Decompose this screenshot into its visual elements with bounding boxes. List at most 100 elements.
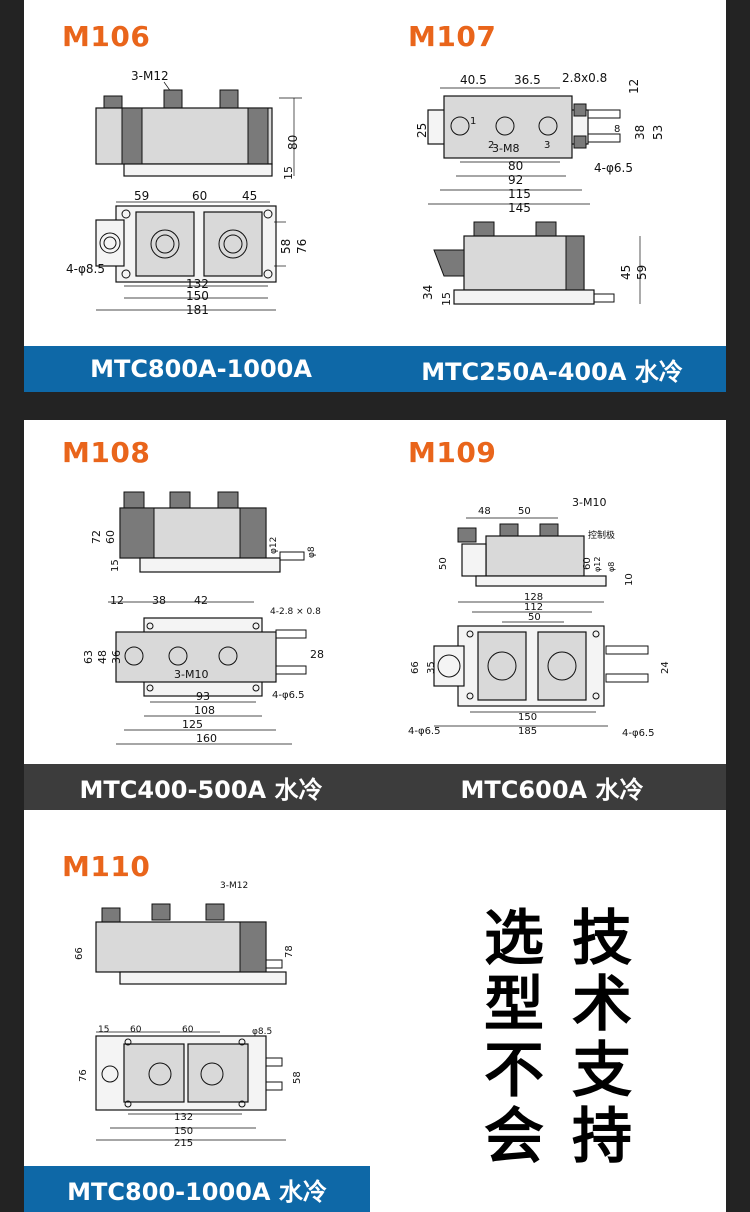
dim-hole: 4-φ8.5 xyxy=(66,262,105,276)
svg-text:3: 3 xyxy=(544,140,550,151)
model-code: M109 xyxy=(408,436,497,469)
m110-drawing: 3-M12 66 78 15 60 60 φ8.5 76 58 132 150 … xyxy=(74,881,303,1149)
dim-b4: 160 xyxy=(196,732,217,745)
slogan-char: 会 xyxy=(484,1102,544,1172)
product-banner: MTC800-1000A 水冷 xyxy=(24,1166,370,1212)
dim-t2: 50 xyxy=(518,506,531,517)
dim-h1: 50 xyxy=(438,557,449,570)
dim-screw: 3-M12 xyxy=(220,881,248,891)
dim-t1: 15 xyxy=(98,1025,109,1035)
dim-v1: 63 xyxy=(82,650,95,664)
dim-v2: 35 xyxy=(426,661,437,674)
dim-h-total: 80 xyxy=(286,135,300,150)
dim-w2: 112 xyxy=(524,602,543,613)
dim-t4: 12 xyxy=(627,79,641,94)
dim-v2: 76 xyxy=(295,239,309,254)
svg-text:1: 1 xyxy=(470,116,476,127)
product-banner: MTC250A-400A 水冷 xyxy=(378,346,726,392)
model-code: M108 xyxy=(62,436,151,469)
dim-r3: 53 xyxy=(651,125,665,140)
dim-hole: 4-φ6.5 xyxy=(272,690,304,701)
dim-r1: 58 xyxy=(292,1071,303,1084)
dim-screw: 3-M10 xyxy=(572,496,606,509)
product-banner: MTC400-500A 水冷 xyxy=(24,764,378,810)
dim-h1: 72 xyxy=(90,530,103,544)
dim-screw: 3-M10 xyxy=(174,668,208,681)
dim-s1: 34 xyxy=(421,285,435,300)
dim-v1: 76 xyxy=(78,1069,89,1082)
slogan-char: 术 xyxy=(572,970,632,1040)
dim-d2: φ8 xyxy=(607,562,616,572)
dim-d1: φ12 xyxy=(593,557,602,572)
dim-t1: 40.5 xyxy=(460,73,487,87)
dim-h3: 10 xyxy=(624,573,635,586)
dim-b2: 185 xyxy=(518,726,537,737)
slogan-char: 技 xyxy=(572,904,632,974)
dim-w3: 45 xyxy=(242,189,257,203)
dim-b2: 150 xyxy=(174,1126,193,1137)
model-code: M110 xyxy=(62,850,151,883)
dim-hole2: 4-φ6.5 xyxy=(622,728,654,739)
product-banner: MTC600A 水冷 xyxy=(378,764,726,810)
dim-t2: 38 xyxy=(152,594,166,607)
m106-drawing: 3-M12 80 15 59 60 45 58 76 4-φ8.5 132 xyxy=(66,69,309,317)
dim-w2: 60 xyxy=(192,189,207,203)
dim-b3: 125 xyxy=(182,718,203,731)
slogan-char: 选 xyxy=(484,904,544,974)
dim-hole: 4-φ6.5 xyxy=(594,161,633,175)
dim-b1: 80 xyxy=(508,159,523,173)
card-m108: M108 72 60 15 φ12 φ8 12 38 42 4-2.8 × 0.… xyxy=(24,420,378,810)
card-m110: M110 3-M12 66 78 15 60 60 φ8.5 76 58 132… xyxy=(24,810,726,1212)
dim-d1: φ8.5 xyxy=(252,1027,272,1037)
dim-h2: 78 xyxy=(284,945,295,958)
dim-h1: 66 xyxy=(74,947,85,960)
dim-r1: 24 xyxy=(660,661,671,674)
dim-s4: 59 xyxy=(635,265,649,280)
dim-t3: 60 xyxy=(182,1025,194,1035)
card-m109: M109 48 50 3-M10 控制极 50 60 φ12 φ8 10 128… xyxy=(378,420,726,810)
dim-w3: 50 xyxy=(528,612,541,623)
dim-t2: 36.5 xyxy=(514,73,541,87)
dim-terminal: 3-M12 xyxy=(131,69,169,83)
m108-drawing: 72 60 15 φ12 φ8 12 38 42 4-2.8 × 0.8 3-M… xyxy=(82,491,324,745)
dim-w1: 128 xyxy=(524,592,543,603)
dim-screw: 3-M8 xyxy=(492,142,519,155)
dim-t3: 2.8x0.8 xyxy=(562,71,607,85)
dim-b2: 150 xyxy=(186,289,209,303)
dim-h3: 15 xyxy=(110,559,121,572)
dim-b1: 132 xyxy=(174,1112,193,1123)
dim-h2: 60 xyxy=(104,530,117,544)
dim-v1: 58 xyxy=(279,239,293,254)
dim-r1: 28 xyxy=(310,648,324,661)
card-m106: M106 3-M12 80 15 59 60 45 58 76 4-φ8.5 xyxy=(24,0,378,392)
dim-v2: 48 xyxy=(96,650,109,664)
slogan-char: 型 xyxy=(484,970,544,1040)
dim-b1: 150 xyxy=(518,712,537,723)
dim-b3: 181 xyxy=(186,303,209,317)
model-code: M106 xyxy=(62,20,151,53)
dim-r1: 8 xyxy=(614,124,620,135)
product-banner: MTC800A-1000A xyxy=(24,346,378,392)
dim-t1: 12 xyxy=(110,594,124,607)
dim-v3: 36 xyxy=(110,650,123,664)
slogan-char: 持 xyxy=(572,1102,632,1172)
dim-v1: 66 xyxy=(410,661,421,674)
dim-h-base: 15 xyxy=(282,166,295,180)
dim-t4: 4-2.8 × 0.8 xyxy=(270,607,321,617)
dim-b2: 108 xyxy=(194,704,215,717)
dim-hole1: 4-φ6.5 xyxy=(408,726,440,737)
ctrl-label: 控制极 xyxy=(588,529,615,541)
m109-drawing: 48 50 3-M10 控制极 50 60 φ12 φ8 10 128 112 … xyxy=(408,496,671,739)
dim-left: 25 xyxy=(415,123,429,138)
dim-w1: 59 xyxy=(134,189,149,203)
slogan-char: 不 xyxy=(484,1036,544,1106)
dim-s3: 45 xyxy=(619,265,633,280)
dim-r2: 38 xyxy=(633,125,647,140)
dim-h2: 60 xyxy=(582,557,593,570)
dim-b4: 145 xyxy=(508,201,531,215)
model-code: M107 xyxy=(408,20,497,53)
dim-t3: 42 xyxy=(194,594,208,607)
dim-b1: 132 xyxy=(186,277,209,291)
